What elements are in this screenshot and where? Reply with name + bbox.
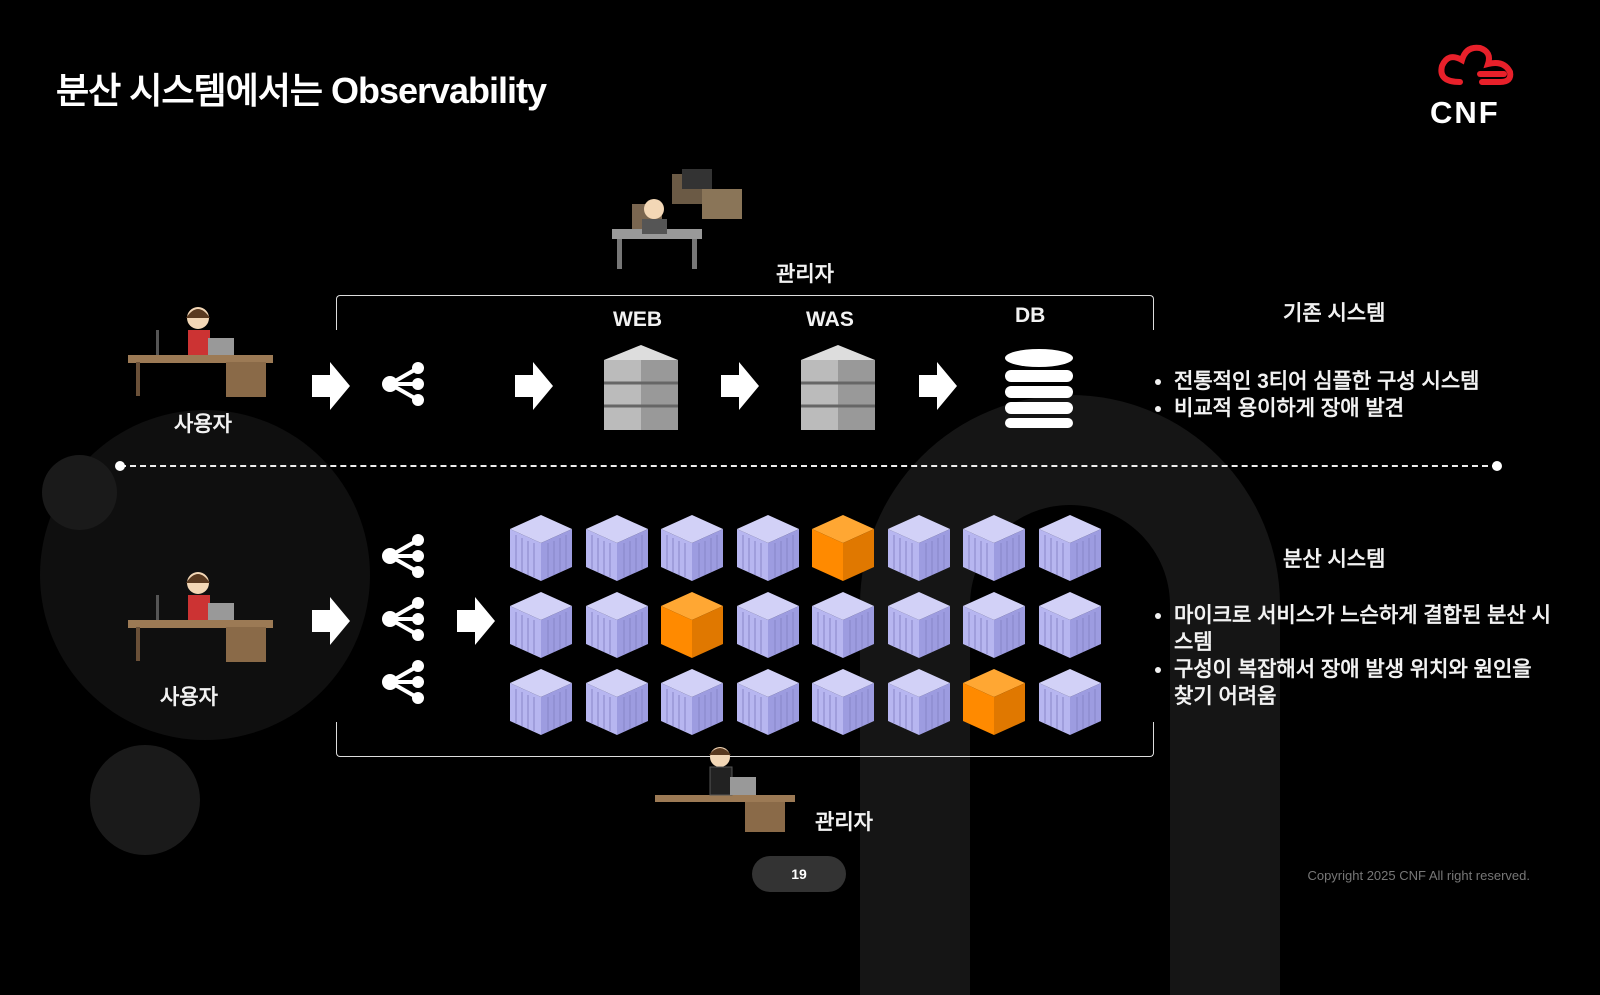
legacy-bullets: 전통적인 3티어 심플한 구성 시스템 비교적 용이하게 장애 발견 — [1152, 368, 1480, 422]
was-server-icon — [801, 345, 875, 430]
legacy-bullet: 전통적인 3티어 심플한 구성 시스템 — [1174, 368, 1480, 395]
page-title: 분산 시스템에서는 Observability — [56, 70, 547, 111]
load-balancer-icon — [382, 660, 424, 704]
failed-service-cube — [963, 669, 1025, 735]
service-container-cube — [510, 669, 572, 735]
distributed-admin-label: 관리자 — [815, 811, 873, 834]
arrow-right-icon — [457, 597, 495, 645]
page-number: 19 — [752, 856, 846, 892]
service-container-cube — [963, 592, 1025, 658]
arrow-right-icon — [312, 597, 350, 645]
cloud-icon — [1438, 44, 1514, 85]
failed-service-cube — [812, 515, 874, 581]
legacy-user-label: 사용자 — [174, 413, 232, 436]
web-server-icon — [604, 345, 678, 430]
service-container-cube — [585, 515, 648, 581]
arrow-right-icon — [919, 362, 957, 410]
copyright-text: Copyright 2025 CNF All right reserved. — [1307, 868, 1530, 883]
background-circle — [42, 455, 117, 530]
tier-label-web: WEB — [613, 308, 662, 331]
legacy-bracket — [336, 295, 1154, 330]
legacy-admin-label: 관리자 — [776, 263, 834, 286]
load-balancer-icon — [382, 534, 424, 578]
service-container-cube — [887, 669, 950, 735]
cnf-logo: CNF — [1430, 42, 1540, 132]
legacy-heading: 기존 시스템 — [1283, 302, 1386, 325]
service-container-cube — [1038, 669, 1101, 735]
distributed-bracket — [336, 722, 1154, 757]
service-container-cube — [736, 669, 799, 735]
database-icon — [1005, 349, 1073, 428]
tier-label-db: DB — [1015, 304, 1046, 327]
load-balancer-icon — [382, 597, 424, 641]
service-container-cube — [1038, 515, 1101, 581]
tier-label-was: WAS — [806, 308, 854, 331]
legacy-bullet: 비교적 용이하게 장애 발견 — [1174, 395, 1480, 422]
arrow-right-icon — [515, 362, 553, 410]
service-container-cube — [510, 592, 572, 658]
user-illustration — [126, 565, 276, 665]
service-container-cube — [812, 669, 874, 735]
arrow-right-icon — [721, 362, 759, 410]
arrow-right-icon — [312, 362, 350, 410]
service-container-cube — [887, 592, 950, 658]
service-container-cube — [510, 515, 572, 581]
service-container-cube — [963, 515, 1025, 581]
service-container-cube — [1038, 592, 1101, 658]
service-container-cube — [736, 515, 799, 581]
load-balancer-icon — [382, 362, 424, 406]
distributed-heading: 분산 시스템 — [1283, 548, 1386, 571]
logo-text: CNF — [1430, 95, 1500, 130]
divider-dot — [1492, 461, 1502, 471]
divider-dot — [115, 461, 125, 471]
background-circle — [90, 745, 200, 855]
failed-service-cube — [661, 592, 723, 658]
service-container-cube — [661, 669, 723, 735]
service-container-cube — [736, 592, 799, 658]
user-illustration — [126, 300, 276, 400]
service-container-cube — [585, 669, 648, 735]
section-divider — [120, 465, 1498, 467]
distributed-bullet: 구성이 복잡해서 장애 발생 위치와 원인을 찾기 어려움 — [1174, 656, 1552, 710]
service-container-cube — [585, 592, 648, 658]
service-container-cube — [661, 515, 723, 581]
distributed-bullets: 마이크로 서비스가 느슨하게 결합된 분산 시스템 구성이 복잡해서 장애 발생… — [1152, 602, 1552, 710]
service-container-cube — [812, 592, 874, 658]
distributed-user-label: 사용자 — [160, 686, 218, 709]
admin-illustration — [612, 164, 762, 274]
admin-illustration — [655, 745, 795, 835]
distributed-bullet: 마이크로 서비스가 느슨하게 결합된 분산 시스템 — [1174, 602, 1552, 656]
service-container-cube — [887, 515, 950, 581]
